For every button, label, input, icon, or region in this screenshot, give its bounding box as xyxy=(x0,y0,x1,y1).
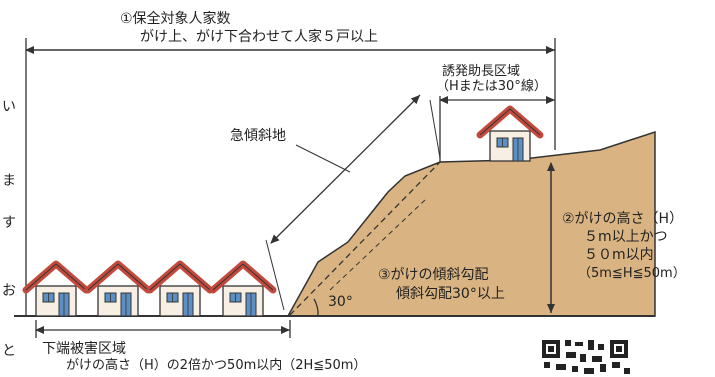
lower-zone-line1: 下端被害区域 xyxy=(42,341,126,357)
house-icon-3 xyxy=(150,264,210,316)
cliff-slope xyxy=(286,130,656,317)
steep-land-arrow xyxy=(270,94,421,244)
side-text-fragment: い xyxy=(2,99,16,115)
side-text-fragment: す xyxy=(2,215,16,231)
top-label-line1: ①保全対象人家数 xyxy=(120,11,231,27)
steep-land-label: 急傾斜地 xyxy=(230,128,286,144)
promotion-zone-line2: （Hまたは30°線） xyxy=(436,79,547,94)
steep-land-leader xyxy=(295,144,351,173)
height-label-line2: ５m以上かつ xyxy=(584,229,668,245)
height-label-line1: ②がけの高さ（H） xyxy=(562,211,684,227)
house-icon-top xyxy=(480,109,540,161)
slope-dash-line xyxy=(289,161,441,316)
side-text-fragment: と xyxy=(2,343,16,359)
slope-label-line1: ③がけの傾斜勾配 xyxy=(378,267,489,283)
slope-label-line2: 傾斜勾配30°以上 xyxy=(396,286,505,302)
height-label-line3: ５０m以内 xyxy=(584,247,654,263)
qr-code-icon xyxy=(540,336,632,377)
lower-zone-line2: がけの高さ（H）の2倍かつ50m以内（2H≦50m） xyxy=(66,358,367,373)
side-text-fragment: ま xyxy=(2,173,16,189)
top-label-line2: がけ上、がけ下合わせて人家５戸以上 xyxy=(140,29,378,45)
house-icon-4 xyxy=(213,264,273,316)
side-text-fragment: お xyxy=(2,283,16,299)
angle-label: 30° xyxy=(328,294,353,310)
house-icon-2 xyxy=(88,264,148,316)
angle-arc xyxy=(313,298,319,317)
promotion-zone-line1: 誘発助長区域 xyxy=(442,64,521,79)
house-icon-1 xyxy=(26,264,86,316)
height-label-line4: （5m≦H≦50m） xyxy=(578,266,686,281)
